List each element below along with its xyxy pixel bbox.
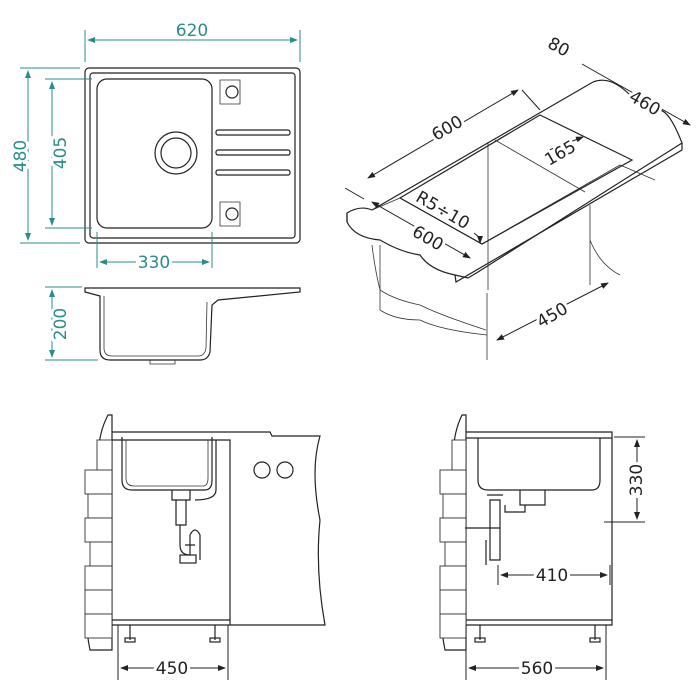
dim-basin-width-330: 330 [138, 253, 170, 273]
dim-cut-width-600: 600 [408, 222, 446, 256]
side-installation-view [439, 414, 645, 680]
front-installation-view [84, 414, 326, 680]
dim-front-cabinet-450: 450 [156, 659, 188, 679]
isometric-cutout-view [344, 63, 690, 360]
dim-cut-length-600: 600 [428, 112, 466, 146]
dim-depth-200: 200 [51, 308, 71, 340]
basin-outline [96, 78, 213, 229]
brick-wall [84, 414, 113, 651]
dim-drainer-165: 165 [541, 137, 579, 171]
dim-cabinet-width-450: 450 [533, 299, 571, 333]
top-view [20, 30, 301, 268]
dim-flange-80: 80 [544, 34, 572, 62]
dim-side-depth-330: 330 [627, 464, 647, 496]
dim-height-480: 480 [11, 140, 31, 172]
dim-basin-height-405: 405 [51, 137, 71, 169]
dim-width-620: 620 [176, 21, 208, 41]
dim-drain-offset-410: 410 [536, 566, 568, 586]
brick-wall [439, 414, 467, 651]
drain-icon [154, 131, 198, 175]
side-section-view [45, 286, 301, 365]
dim-side-cabinet-560: 560 [521, 659, 553, 679]
